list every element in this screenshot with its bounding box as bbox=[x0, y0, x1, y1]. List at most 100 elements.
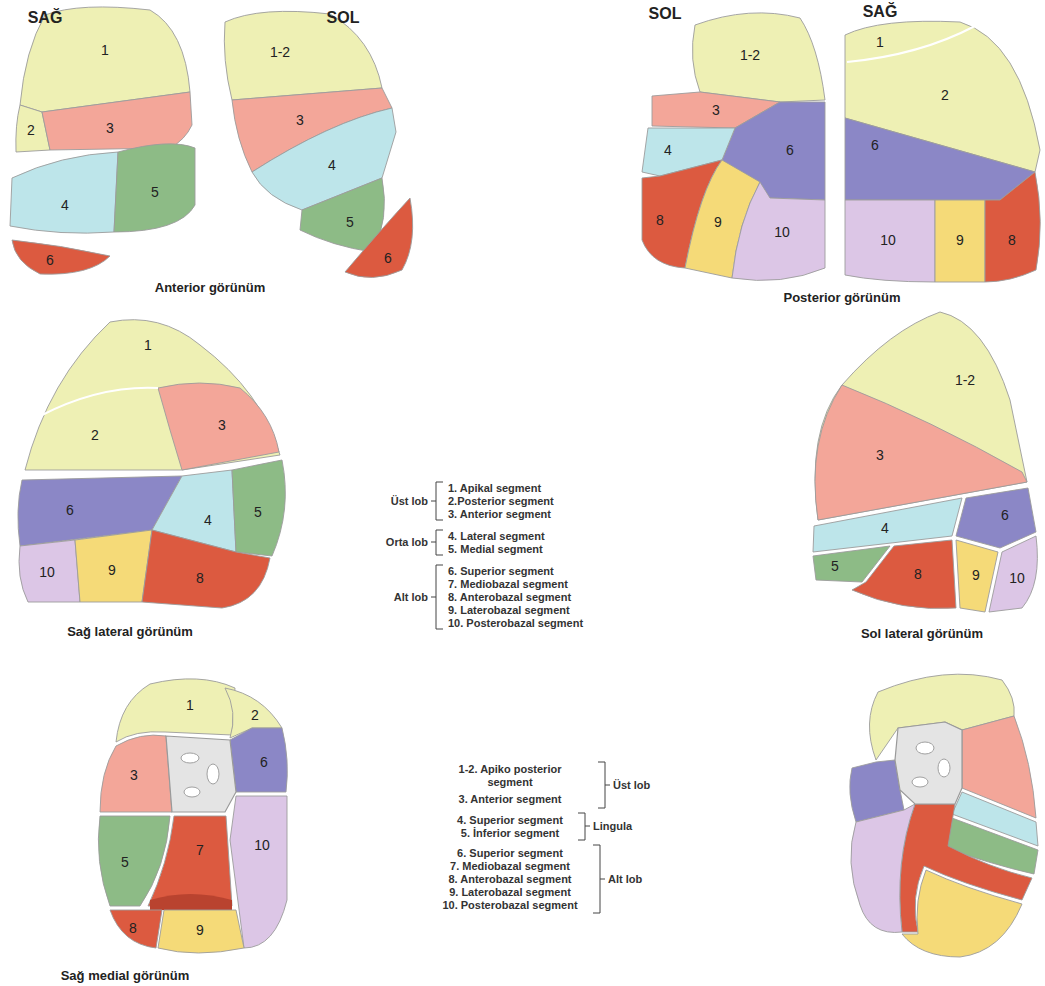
lung-segment bbox=[19, 540, 80, 602]
legend-bracket bbox=[598, 762, 610, 808]
legend-item: 3. Anterior segment bbox=[459, 793, 562, 806]
callout-number: 2 bbox=[941, 87, 949, 104]
lung-segment bbox=[985, 172, 1040, 282]
legend-item: 6. Superior segment bbox=[457, 847, 563, 860]
legend-item: 5. Medial segment bbox=[448, 543, 543, 556]
lung-segment bbox=[42, 92, 192, 150]
left-lung-medial bbox=[850, 674, 1038, 957]
lung-segment bbox=[845, 200, 935, 282]
callout-number: 6 bbox=[384, 250, 392, 267]
left-lung-lateral bbox=[813, 312, 1037, 612]
view-title: Sağ lateral görünüm bbox=[67, 624, 193, 640]
side-label: SOL bbox=[649, 4, 682, 23]
lung-segment bbox=[902, 870, 1022, 957]
legend-item: 5. İnferior segment bbox=[461, 827, 559, 840]
callout-number: 10 bbox=[39, 564, 55, 581]
callout-number: 9 bbox=[972, 567, 980, 584]
callout-number: 8 bbox=[196, 570, 204, 587]
lobe-label: Üst lob bbox=[391, 495, 428, 508]
lobe-label: Alt lob bbox=[608, 873, 642, 886]
callout-number: 9 bbox=[196, 922, 204, 939]
callout-number: 10 bbox=[1009, 570, 1025, 587]
legend-item: 1. Apikal segment bbox=[448, 482, 541, 495]
callout-number: 6 bbox=[46, 252, 54, 269]
callout-number: 8 bbox=[656, 212, 664, 229]
callout-number: 5 bbox=[346, 214, 354, 231]
legend-bracket bbox=[593, 845, 605, 913]
callout-number: 3 bbox=[296, 112, 304, 129]
callout-number: 7 bbox=[196, 842, 204, 859]
callout-number: 6 bbox=[66, 502, 74, 519]
hilum-vessel bbox=[938, 759, 950, 777]
legend-bracket bbox=[431, 530, 443, 555]
callout-number: 5 bbox=[151, 184, 159, 201]
callout-number: 1-2 bbox=[740, 47, 760, 64]
lung-segment bbox=[232, 460, 285, 556]
callout-number: 4 bbox=[881, 520, 889, 537]
side-label: SAĞ bbox=[863, 2, 898, 21]
lung-segment bbox=[114, 144, 195, 232]
lung-segment bbox=[851, 804, 915, 932]
legend-item: 4. Superior segment bbox=[457, 814, 563, 827]
lung-segment bbox=[732, 182, 825, 280]
lung-segment bbox=[345, 198, 413, 278]
right-lung-posterior bbox=[845, 21, 1040, 282]
legend-bracket bbox=[431, 482, 610, 913]
callout-number: 10 bbox=[254, 837, 270, 854]
lobe-label: Alt lob bbox=[394, 591, 428, 604]
lung-segment bbox=[12, 240, 110, 274]
legend-item: 8. Anterobazal segment bbox=[448, 591, 571, 604]
legend-item: 10. Posterobazal segment bbox=[448, 617, 583, 630]
callout-number: 1-2 bbox=[270, 44, 290, 61]
callout-number: 1 bbox=[144, 337, 152, 354]
callout-number: 6 bbox=[1001, 507, 1009, 524]
callout-number: 5 bbox=[254, 504, 262, 521]
legend-bracket bbox=[431, 565, 443, 629]
callout-number: 4 bbox=[204, 512, 212, 529]
hilum bbox=[895, 722, 962, 804]
lobe-label: Orta lob bbox=[386, 536, 428, 549]
hilum-vessel bbox=[912, 777, 928, 787]
callout-number: 4 bbox=[328, 157, 336, 174]
lung-segment-shade bbox=[150, 894, 232, 910]
lung-segment bbox=[158, 383, 279, 470]
view-title: Sol lateral görünüm bbox=[861, 626, 983, 642]
legend-item: 1-2. Apiko posterior segment bbox=[435, 763, 585, 789]
legend-item: 10. Posterobazal segment bbox=[442, 899, 577, 912]
legend-item: 8. Anterobazal segment bbox=[448, 873, 571, 886]
lung-segment bbox=[692, 13, 825, 102]
hilum bbox=[166, 736, 236, 812]
callout-number: 9 bbox=[956, 232, 964, 249]
lung-segment bbox=[852, 540, 956, 609]
lung-segment bbox=[110, 910, 162, 948]
lung-segment bbox=[100, 735, 172, 812]
callout-number: 1 bbox=[101, 42, 109, 59]
legend-item: 9. Laterobazal segment bbox=[448, 604, 570, 617]
lung-segment bbox=[116, 679, 235, 742]
lung-segment bbox=[75, 530, 152, 602]
left-lung-posterior bbox=[642, 13, 825, 281]
callout-number: 8 bbox=[1008, 232, 1016, 249]
callout-number: 2 bbox=[251, 707, 259, 724]
lung-segment bbox=[230, 728, 287, 792]
lung-segment bbox=[956, 488, 1036, 548]
hilum-vessel bbox=[181, 753, 199, 763]
lung-segment bbox=[935, 200, 985, 282]
callout-number: 3 bbox=[712, 102, 720, 119]
callout-number: 8 bbox=[914, 566, 922, 583]
view-title: Sağ medial görünüm bbox=[61, 968, 190, 984]
callout-number: 10 bbox=[880, 232, 896, 249]
view-title: Anterior görünüm bbox=[155, 280, 266, 296]
lung-segment bbox=[148, 816, 232, 906]
right-lung-anterior bbox=[10, 7, 195, 274]
legend-bracket bbox=[431, 482, 443, 520]
callout-number: 3 bbox=[876, 447, 884, 464]
callout-number: 3 bbox=[106, 120, 114, 137]
legend-item: 4. Lateral segment bbox=[448, 530, 545, 543]
lobe-label: Üst lob bbox=[613, 779, 650, 792]
lung-segment bbox=[10, 152, 118, 233]
side-label: SOL bbox=[327, 8, 360, 27]
legend-item: 7. Mediobazal segment bbox=[448, 578, 568, 591]
callout-number: 3 bbox=[130, 767, 138, 784]
hilum-vessel bbox=[184, 787, 200, 797]
